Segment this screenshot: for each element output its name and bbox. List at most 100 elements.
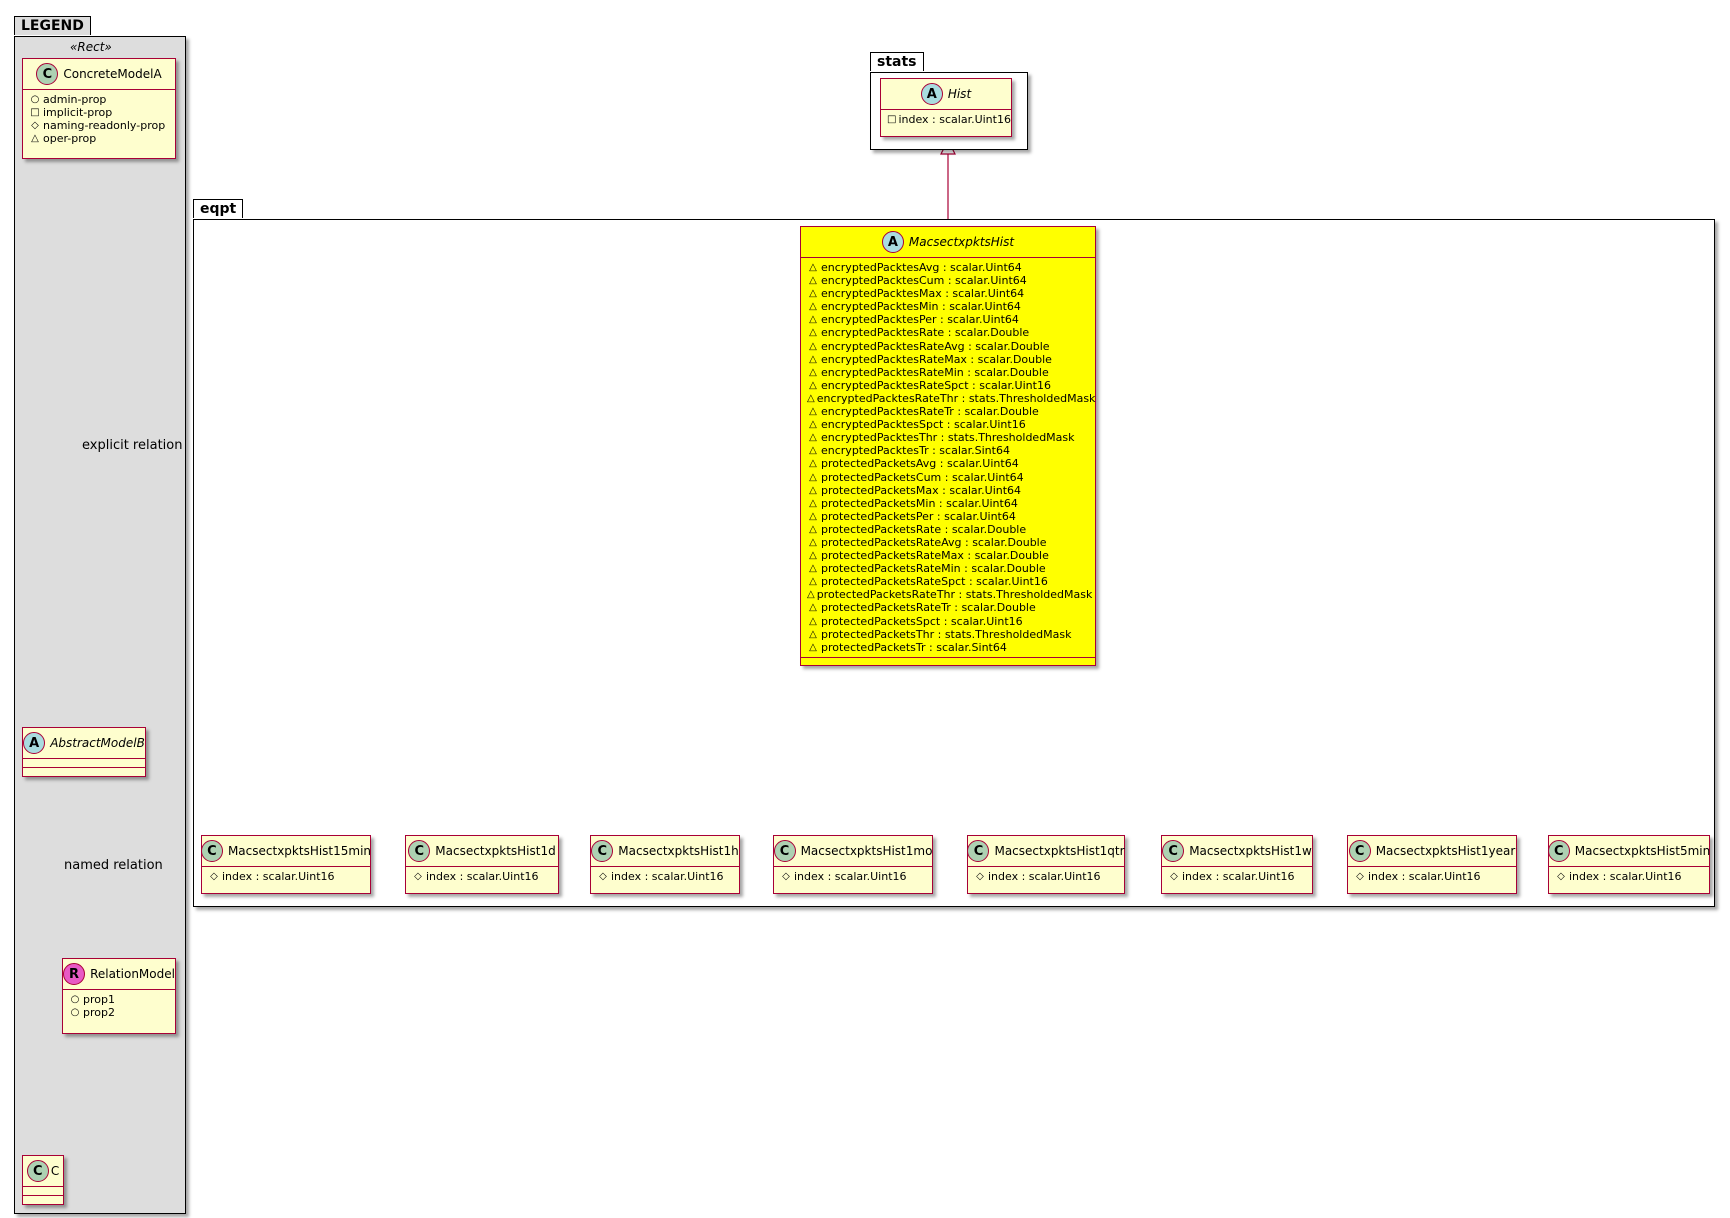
attribute-row: □index : scalar.Uint16 (887, 113, 1011, 126)
attribute-text: index : scalar.Uint16 (611, 870, 724, 883)
package-visibility-icon: △ (809, 641, 817, 653)
attribute-row: △encryptedPacktesRateSpct : scalar.Uint1… (807, 379, 1089, 392)
attribute-row: △encryptedPacktesThr : stats.Thresholded… (807, 431, 1089, 444)
attribute-text: admin-prop (43, 93, 107, 106)
attribute-row: △encryptedPacktesRateTr : scalar.Double (807, 405, 1089, 418)
attribute-text: protectedPacketsCum : scalar.Uint64 (821, 470, 1024, 484)
class-c[interactable]: C C (22, 1155, 64, 1205)
attribute-text: index : scalar.Uint16 (898, 113, 1011, 126)
macsectxpkts-hist-class[interactable]: A MacsectxpktsHist △encryptedPacktesAvg … (800, 226, 1096, 666)
concrete-model-class[interactable]: C ConcreteModelA ○admin-prop□implicit-pr… (22, 58, 176, 159)
class-name: AbstractModelB (50, 736, 145, 750)
attribute-text: index : scalar.Uint16 (1182, 870, 1295, 883)
class-c-icon: C (1162, 840, 1185, 862)
attribute-row: ◇naming-readonly-prop (29, 119, 169, 132)
class-name: MacsectxpktsHist1qtr (994, 844, 1125, 858)
protected-visibility-icon: ◇ (414, 871, 422, 882)
attribute-text: encryptedPacktesPer : scalar.Uint64 (821, 313, 1019, 327)
class-name: MacsectxpktsHist1year (1375, 844, 1516, 858)
attribute-list: ◇index : scalar.Uint16 (1549, 867, 1709, 886)
class-name: ConcreteModelA (63, 67, 162, 81)
class-c-icon: C (1348, 840, 1371, 862)
package-visibility-icon: △ (809, 497, 817, 509)
attribute-list: ◇ index : scalar.Uint16 (1162, 867, 1312, 886)
class-name: MacsectxpktsHist1d (435, 844, 556, 858)
attribute-row: △encryptedPacktesAvg : scalar.Uint64 (807, 261, 1089, 274)
package-visibility-icon: △ (809, 275, 817, 287)
attribute-row: ○admin-prop (29, 93, 169, 106)
class-c-icon: C (200, 840, 223, 862)
package-visibility-icon: △ (809, 458, 817, 470)
attribute-text: protectedPacketsRateTr : scalar.Double (821, 601, 1036, 615)
class-header: A MacsectxpktsHist (801, 227, 1095, 258)
package-visibility-icon: △ (809, 536, 817, 548)
legend-stereotype: «Rect» (70, 40, 112, 54)
package-visibility-icon: △ (809, 379, 817, 391)
protected-visibility-icon: ◇ (1170, 871, 1178, 882)
attribute-text: encryptedPacktesCum : scalar.Uint64 (821, 274, 1027, 288)
attribute-row: △ protectedPacketsRateSpct : scalar.Uint1… (807, 575, 1089, 588)
attribute-row: △encryptedPacktesRateMax : scalar.Double (807, 353, 1089, 366)
attribute-list: ○prop1○prop2 (63, 990, 175, 1022)
attribute-list: ◇index : scalar.Uint16 (591, 867, 739, 886)
package-visibility-icon: △ (809, 314, 817, 326)
attribute-text: protectedPacketsRateThr : stats.Threshol… (816, 588, 1093, 602)
package-visibility-icon: △ (809, 510, 817, 522)
class-c-icon: C (1547, 840, 1570, 862)
package-visibility-icon: △ (809, 288, 817, 300)
public-visibility-icon: ○ (70, 994, 80, 1005)
attribute-row: △encryptedPacktesTr : scalar.Sint64 (807, 444, 1089, 457)
attribute-list: ○admin-prop□implicit-prop◇naming-readonl… (23, 90, 175, 148)
attribute-row: ◇index : scalar.Uint16 (974, 870, 1118, 883)
attribute-text: protectedPacketsMax : scalar.Uint64 (821, 483, 1022, 497)
attribute-text: protectedPacketsPer : scalar.Uint64 (821, 509, 1016, 523)
class-header: C ConcreteModelA (23, 59, 175, 90)
package-visibility-icon: △ (809, 615, 817, 627)
class-c-icon: C (36, 63, 59, 85)
package-visibility-icon: △ (809, 563, 817, 575)
attribute-row: △ protectedPacketsPer : scalar.Uint64 (807, 510, 1089, 523)
hist-class[interactable]: A Hist □index : scalar.Uint16 (880, 78, 1012, 137)
private-visibility-icon: □ (30, 107, 40, 119)
package-visibility-icon: △ (809, 406, 817, 418)
package-visibility-icon: △ (807, 589, 815, 601)
attribute-row: ○prop1 (69, 993, 169, 1006)
class-c-icon: C (26, 1160, 49, 1182)
attribute-text: protectedPacketsRateSpct : scalar.Uint16 (821, 575, 1048, 589)
attribute-row: ◇index : scalar.Uint16 (1354, 870, 1510, 883)
attribute-row: △encryptedPacktesMin : scalar.Uint64 (807, 300, 1089, 313)
attribute-text: index : scalar.Uint16 (794, 870, 907, 883)
attribute-text: protectedPacketsRateAvg : scalar.Double (821, 535, 1047, 549)
package-visibility-icon: △ (809, 445, 817, 457)
attribute-text: encryptedPacktesAvg : scalar.Uint64 (821, 261, 1022, 274)
attribute-row: △encryptedPacktesRateThr : stats.Thresho… (807, 392, 1095, 405)
operations-divider (801, 656, 1095, 664)
protected-visibility-icon: ◇ (976, 871, 984, 882)
attribute-list: ◇index : scalar.Uint16 (1348, 867, 1516, 886)
class-c-icon: C (773, 840, 796, 862)
attribute-list: △encryptedPacktesAvg : scalar.Uint64△enc… (801, 258, 1095, 657)
class-header: A AbstractModelB (23, 728, 145, 759)
package-visibility-icon: △ (809, 301, 817, 313)
attribute-list: ◇index : scalar.Uint16 (406, 867, 558, 886)
subclass-macsectxpktshist1year[interactable]: C MacsectxpktsHist1year ◇index : scalar.Ui… (1347, 835, 1517, 894)
eqpt-package-tab: eqpt (193, 199, 244, 218)
class-name: Hist (947, 87, 972, 101)
package-visibility-icon: △ (809, 576, 817, 588)
attribute-row: △encryptedPacktesMax : scalar.Uint64 (807, 287, 1089, 300)
package-visibility-icon: △ (809, 484, 817, 496)
relation-model-class[interactable]: R RelationModel ○prop1○prop2 (62, 958, 176, 1034)
abstract-model-class[interactable]: A AbstractModelB (22, 727, 146, 777)
